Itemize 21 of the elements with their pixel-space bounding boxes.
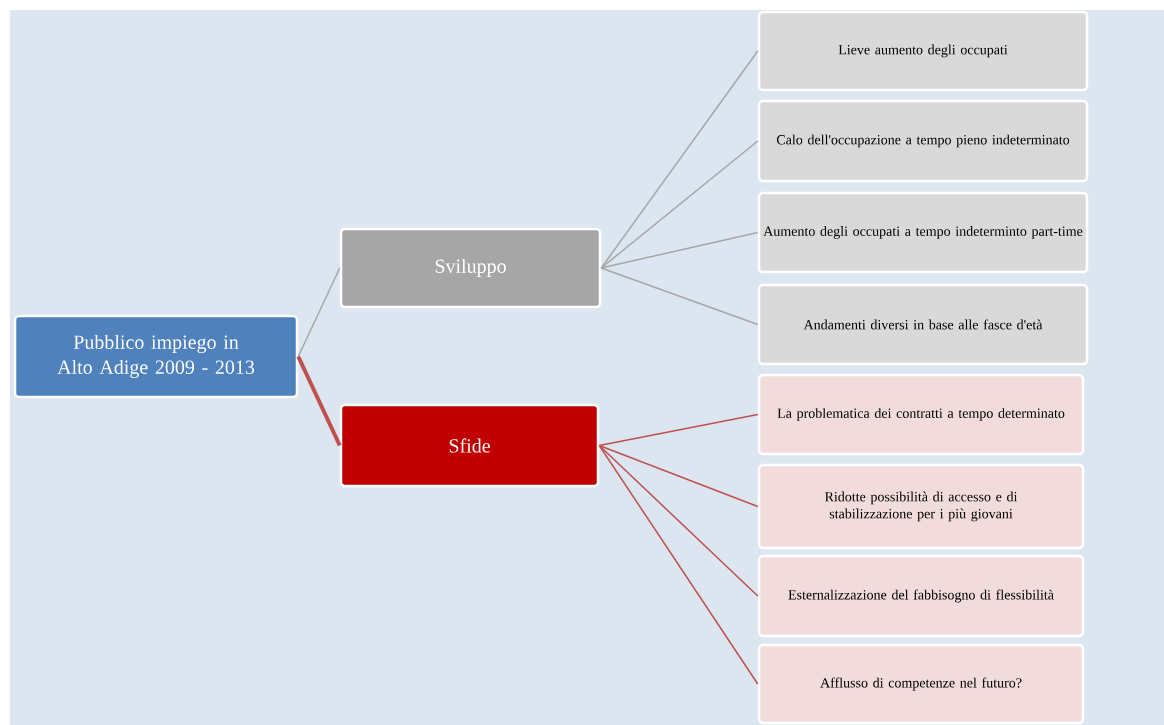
connector-line (297, 267, 341, 358)
connector-line (296, 355, 342, 447)
category-box: Sviluppo (339, 227, 602, 309)
item-box: Lieve aumento degli occupati (757, 10, 1089, 92)
item-box: Afflusso di competenze nel futuro? (757, 643, 1085, 725)
item-box: Andamenti diversi in base alle fasce d'età (757, 283, 1089, 366)
item-box: Calo dell'occupazione a tempo pieno indeterminato (757, 99, 1089, 183)
connector-line (598, 444, 759, 685)
connector-line (598, 444, 759, 597)
connector-line (600, 50, 759, 269)
connector-line (600, 140, 759, 269)
item-box: Esternalizzazione del fabbisogno di flessibilità (757, 554, 1085, 638)
topic-box: Pubblico impiego in Alto Adige 2009 - 2013 (13, 314, 299, 399)
connector-line (600, 267, 759, 326)
connector-line (600, 231, 759, 269)
item-box: Aumento degli occupati a tempo indeterminto part-time (757, 191, 1089, 274)
item-box: Ridotte possibilità di accesso e di stabilizzazione per i più giovani (757, 463, 1085, 550)
connector-line (598, 413, 759, 447)
item-box: La problematica dei contratti a tempo determinato (757, 373, 1085, 456)
category-box: Sfide (339, 403, 600, 488)
connector-line (598, 444, 759, 508)
